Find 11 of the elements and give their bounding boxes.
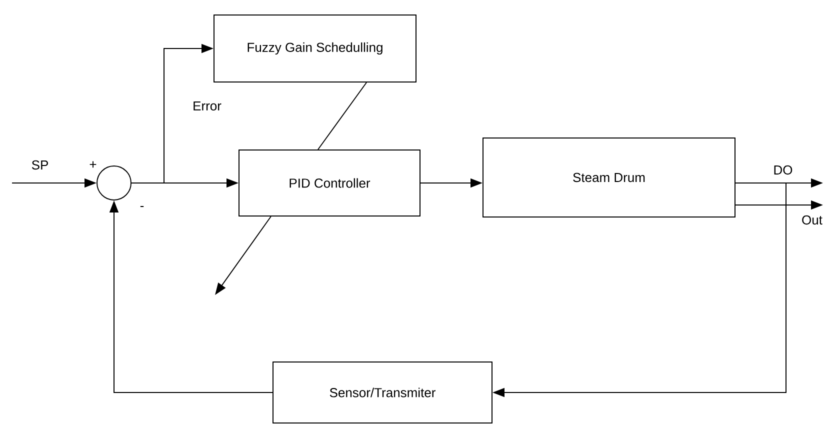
edge-label: Out <box>802 215 822 225</box>
summing-junction <box>96 166 132 200</box>
sign-label: - <box>140 206 144 208</box>
block-box: Steam Drum <box>482 138 736 218</box>
signal-label: Error <box>194 101 222 111</box>
block-box: Fuzzy Gain Schedulling <box>214 14 416 82</box>
block-box: Sensor/Transmiter <box>272 362 492 424</box>
sign-label: + <box>90 161 96 168</box>
block-box: PID Controller <box>238 150 420 216</box>
edge-label: DO <box>774 165 792 175</box>
edge-label: SP <box>32 160 48 170</box>
